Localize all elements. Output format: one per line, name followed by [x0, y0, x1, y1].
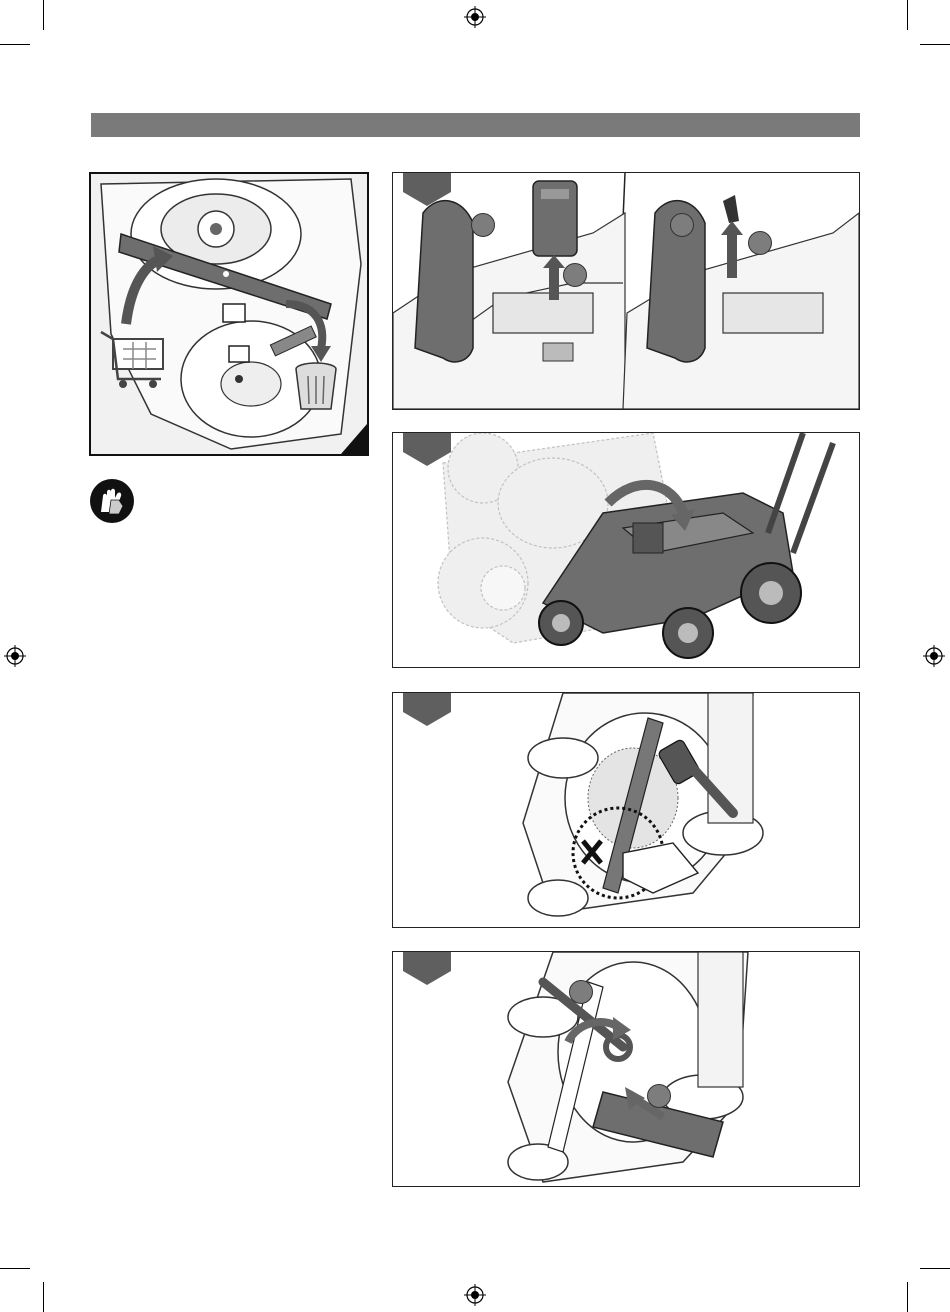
- crop-mark: [43, 0, 44, 30]
- gloves-icon: [89, 478, 135, 524]
- panel-tilt-mower: [392, 432, 860, 668]
- panel-remove-key: [392, 172, 860, 410]
- step-circle: [563, 263, 587, 287]
- registration-mark-icon: [464, 1284, 486, 1306]
- step-tab: [403, 432, 451, 466]
- crop-mark: [0, 44, 30, 45]
- panel-remove-blade: [392, 951, 860, 1187]
- gloves-note: [89, 478, 349, 528]
- step-circle: [670, 213, 694, 237]
- step-circle: [471, 213, 495, 237]
- blade-disposal-illustration: [89, 172, 369, 456]
- step-tab: [403, 172, 451, 206]
- registration-mark-icon: [464, 6, 486, 28]
- crop-mark: [907, 1282, 908, 1312]
- trash-can-icon: [296, 363, 336, 409]
- registration-mark-icon: [4, 645, 26, 667]
- crop-mark: [43, 1282, 44, 1312]
- step-tab: [403, 692, 451, 726]
- registration-mark-icon: [923, 645, 945, 667]
- step-circle: [569, 980, 593, 1004]
- crop-mark: [907, 0, 908, 30]
- step-circle: [748, 231, 772, 255]
- crop-mark: [0, 1268, 30, 1269]
- crop-mark: [920, 44, 950, 45]
- step-tab: [403, 951, 451, 985]
- panel-clean-deck: [392, 692, 860, 928]
- section-header-bar: [91, 113, 860, 137]
- crop-mark: [920, 1268, 950, 1269]
- step-circle: [647, 1084, 671, 1108]
- shopping-cart-icon: [101, 332, 163, 388]
